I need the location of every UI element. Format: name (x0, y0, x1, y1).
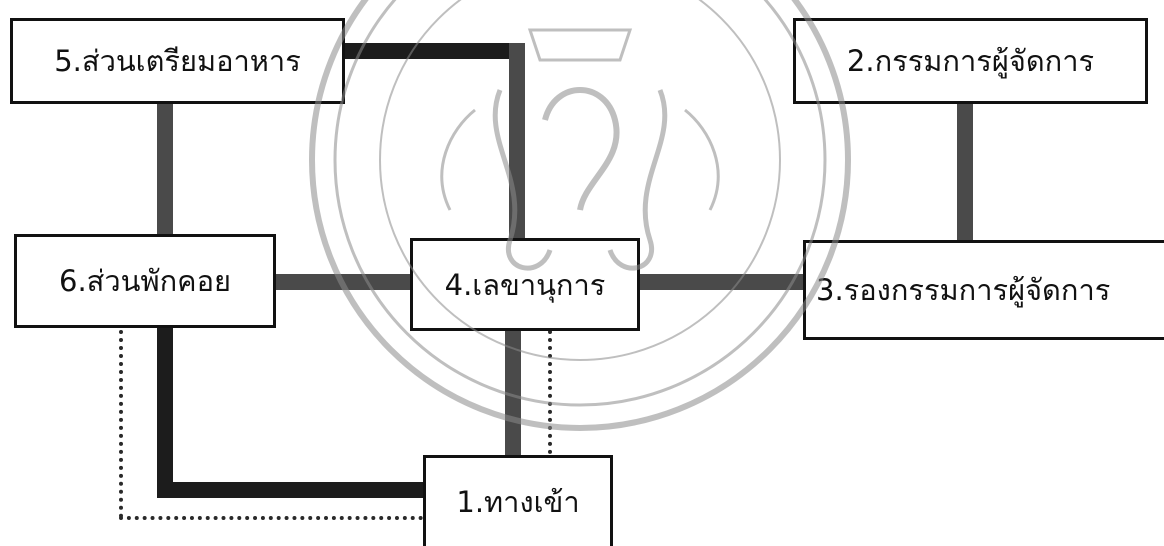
dotted-edge-n4-n1 (548, 330, 552, 454)
edge-n6-n4 (276, 274, 412, 290)
node-6-label: 6.ส่วนพักคอย (59, 264, 231, 298)
edge-n5-n4-horizontal (345, 43, 525, 59)
node-2-label: 2.กรรมการผู้จัดการ (846, 44, 1095, 78)
node-6-waiting-area: 6.ส่วนพักคอย (14, 234, 276, 328)
edge-n5-n6 (157, 104, 173, 234)
node-2-managing-director: 2.กรรมการผู้จัดการ (793, 18, 1148, 104)
dotted-edge-n6-n1-vertical (119, 330, 123, 518)
node-4-label: 4.เลขานุการ (444, 267, 606, 302)
node-5-food-prep: 5.ส่วนเตรียมอาหาร (10, 18, 345, 104)
node-1-label: 1.ทางเข้า (456, 485, 580, 519)
node-3-label: 3.รองกรรมการผู้จัดการ (816, 273, 1111, 307)
edge-n6-n1-horizontal (157, 482, 423, 498)
edge-n4-n1 (505, 331, 521, 455)
dotted-edge-n6-n1-horizontal (119, 516, 423, 520)
edge-n2-n3 (957, 104, 973, 240)
node-1-entrance: 1.ทางเข้า (423, 455, 613, 546)
node-4-secretary: 4.เลขานุการ (410, 238, 640, 331)
node-3-deputy-managing-director: 3.รองกรรมการผู้จัดการ (803, 240, 1164, 340)
edge-n5-n4-vertical (509, 43, 525, 238)
node-5-label: 5.ส่วนเตรียมอาหาร (54, 44, 301, 78)
edge-n4-n3 (640, 274, 807, 290)
seal-watermark (309, 0, 851, 431)
edge-n6-n1-vertical (157, 328, 173, 498)
